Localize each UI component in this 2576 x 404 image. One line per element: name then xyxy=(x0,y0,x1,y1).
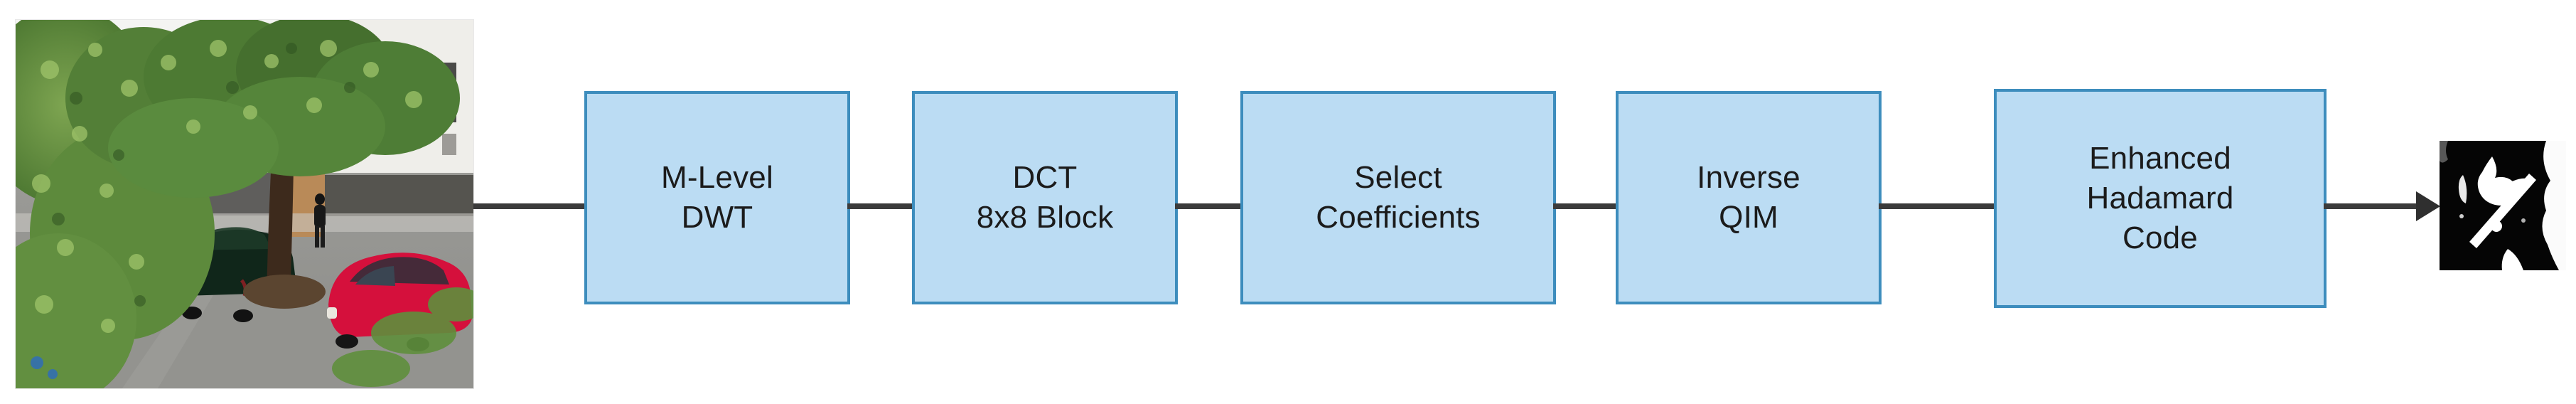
process-block-label: M-Level DWT xyxy=(661,159,773,235)
process-block-label: DCT 8x8 Block xyxy=(976,159,1114,235)
process-block-label: Inverse QIM xyxy=(1697,159,1800,235)
arrow-line xyxy=(2324,203,2417,209)
extracted-watermark-image xyxy=(2440,141,2566,270)
process-block-label: Enhanced Hadamard Code xyxy=(2086,140,2234,256)
process-block-select-coefficients[interactable]: Select Coefficients xyxy=(1240,91,1556,304)
process-block-enhanced-hadamard-code[interactable]: Enhanced Hadamard Code xyxy=(1994,89,2327,308)
process-block-dct-8x8-block[interactable]: DCT 8x8 Block xyxy=(912,91,1178,304)
watermark-graphic xyxy=(2440,141,2566,270)
watermarked-cover-image xyxy=(16,20,473,388)
process-block-label: Select Coefficients xyxy=(1316,159,1481,235)
cover-photo-graphic xyxy=(16,20,473,388)
connector-cover-to-m-level-dwt xyxy=(473,203,587,209)
process-block-inverse-qim[interactable]: Inverse QIM xyxy=(1616,91,1882,304)
connector-m-level-dwt-to-dct-8x8-block xyxy=(847,203,915,209)
connector-select-coefficients-to-inverse-qim xyxy=(1553,203,1619,209)
connector-inverse-qim-to-enhanced-hadamard-code xyxy=(1879,203,1997,209)
connector-dct-8x8-block-to-select-coefficients xyxy=(1175,203,1243,209)
connector-enhanced-hadamard-code-to-watermark xyxy=(2324,191,2440,222)
arrow-head-icon xyxy=(2416,191,2440,221)
process-block-m-level-dwt[interactable]: M-Level DWT xyxy=(584,91,850,304)
